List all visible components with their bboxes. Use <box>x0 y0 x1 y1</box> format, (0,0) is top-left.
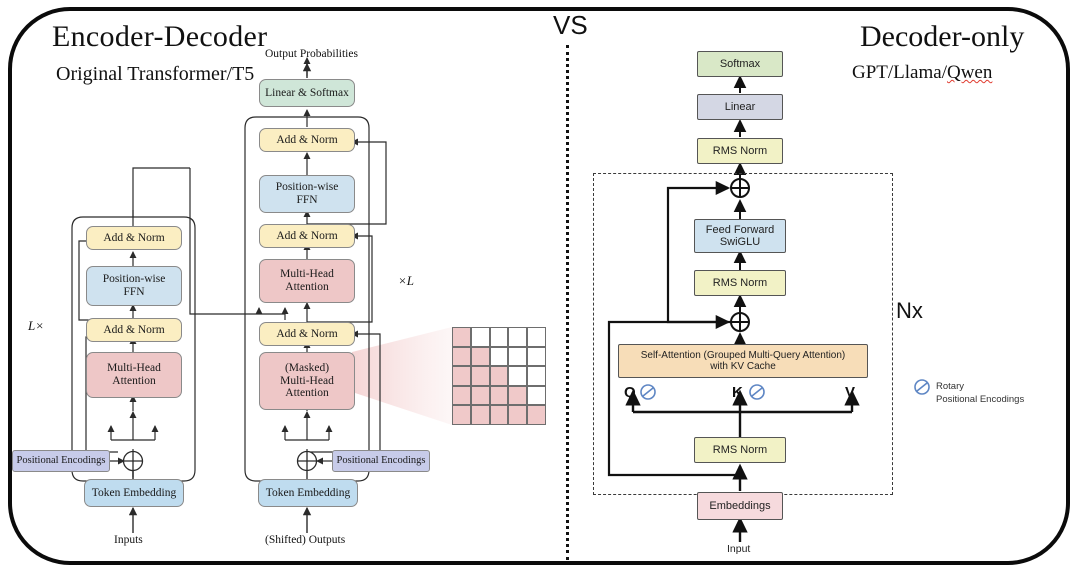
block-rms-norm-top[interactable]: RMS Norm <box>697 138 783 164</box>
inputs-label: Inputs <box>114 534 143 546</box>
token-embedding-encoder[interactable]: Token Embedding <box>84 479 184 507</box>
block-encoder-self-attention[interactable]: Multi-Head Attention <box>86 352 182 398</box>
left-panel-title: Encoder-Decoder <box>52 20 268 53</box>
block-embeddings[interactable]: Embeddings <box>697 492 783 520</box>
right-panel-subtitle-spellcheck-word: Qwen <box>946 62 993 83</box>
mask-cell-0-4 <box>527 327 546 347</box>
block-linear-and-softmax[interactable]: Linear & Softmax <box>259 79 355 107</box>
mask-cell-3-1 <box>470 385 490 406</box>
label-k: K <box>732 384 743 401</box>
block-decoder-add-norm-2[interactable]: Add & Norm <box>259 224 355 248</box>
right-panel-subtitle-prefix: GPT/Llama/ <box>852 62 947 83</box>
block-encoder-ffn[interactable]: Position-wise FFN <box>86 266 182 306</box>
block-decoder-cross-attention-line2: Attention <box>285 281 329 293</box>
input-label: Input <box>727 543 751 555</box>
block-linear[interactable]: Linear <box>697 94 783 120</box>
label-v: V <box>845 384 856 401</box>
block-rms-norm-mid[interactable]: RMS Norm <box>694 270 786 296</box>
mask-cell-2-2 <box>489 366 509 386</box>
left-panel-subtitle: Original Transformer/T5 <box>56 63 255 85</box>
positional-encodings-encoder[interactable]: Positional Encodings <box>12 450 110 472</box>
mask-cell-2-1 <box>470 366 490 386</box>
mask-cell-4-3 <box>508 405 528 425</box>
right-panel-subtitle: GPT/Llama/Qwen <box>852 62 992 84</box>
rotary-legend-line1: Rotary <box>936 381 964 392</box>
block-encoder-ffn-line2: FFN <box>123 286 145 298</box>
mask-cell-3-0 <box>452 385 471 406</box>
rotary-legend: Rotary Positional Encodings <box>936 381 1024 407</box>
mask-cell-3-3 <box>508 385 528 406</box>
mask-cell-0-1 <box>470 327 490 347</box>
block-masked-line2: Multi-Head <box>280 374 334 387</box>
label-q: Q <box>624 384 636 401</box>
block-self-attention-line1: Self-Attention (Grouped Multi-Query Atte… <box>640 349 846 361</box>
mask-cell-1-2 <box>489 346 509 367</box>
block-encoder-attn-line2: Attention <box>112 375 156 387</box>
causal-mask-matrix <box>452 327 546 425</box>
mask-cell-0-2 <box>489 327 509 347</box>
block-encoder-ffn-line1: Position-wise <box>102 273 166 286</box>
center-divider <box>566 45 569 560</box>
mask-cell-2-3 <box>508 366 528 386</box>
block-decoder-cross-attention[interactable]: Multi-Head Attention <box>259 259 355 303</box>
block-feed-forward-swiglu[interactable]: Feed Forward SwiGLU <box>694 219 786 253</box>
right-panel-title: Decoder-only <box>860 20 1025 53</box>
block-self-attention-gqa[interactable]: Self-Attention (Grouped Multi-Query Atte… <box>618 344 868 378</box>
block-feed-forward-line2: SwiGLU <box>719 236 761 248</box>
rotary-legend-line2: Positional Encodings <box>936 393 1025 405</box>
block-softmax[interactable]: Softmax <box>697 51 783 77</box>
output-probabilities-label: Output Probabilities <box>265 48 358 60</box>
nx-repeat-label: Nx <box>896 298 923 323</box>
block-encoder-attn-line1: Multi-Head <box>107 362 161 375</box>
block-rms-norm-bottom[interactable]: RMS Norm <box>694 437 786 463</box>
block-encoder-add-norm-1[interactable]: Add & Norm <box>86 318 182 342</box>
mask-cell-1-0 <box>452 346 471 367</box>
encoder-repeat-label: L× <box>28 318 45 333</box>
outer-frame <box>8 7 1070 565</box>
block-decoder-masked-attention[interactable]: (Masked) Multi-Head Attention <box>259 352 355 410</box>
block-self-attention-line2: with KV Cache <box>710 361 776 372</box>
mask-cell-4-1 <box>470 405 490 425</box>
mask-cell-4-4 <box>527 405 546 425</box>
mask-cell-4-0 <box>452 405 471 425</box>
mask-cell-1-1 <box>470 346 490 367</box>
block-encoder-add-norm-2[interactable]: Add & Norm <box>86 226 182 250</box>
mask-cell-3-4 <box>527 385 546 406</box>
positional-encodings-decoder[interactable]: Positional Encodings <box>332 450 430 472</box>
block-decoder-ffn-line2: FFN <box>296 194 318 206</box>
block-decoder-ffn-line1: Position-wise <box>275 181 339 194</box>
versus-label: VS <box>553 10 588 40</box>
block-decoder-ffn[interactable]: Position-wise FFN <box>259 175 355 213</box>
block-masked-line3: Attention <box>285 387 329 400</box>
decoder-repeat-label: ×L <box>398 273 415 288</box>
token-embedding-decoder[interactable]: Token Embedding <box>258 479 358 507</box>
block-decoder-add-norm-3[interactable]: Add & Norm <box>259 128 355 152</box>
mask-cell-4-2 <box>489 405 509 425</box>
shifted-outputs-label: (Shifted) Outputs <box>265 534 346 546</box>
block-decoder-add-norm-1[interactable]: Add & Norm <box>259 322 355 346</box>
mask-cell-1-3 <box>508 346 528 367</box>
mask-cell-2-0 <box>452 366 471 386</box>
mask-cell-2-4 <box>527 366 546 386</box>
mask-cell-0-3 <box>508 327 528 347</box>
mask-cell-3-2 <box>489 385 509 406</box>
block-masked-line1: (Masked) <box>284 361 330 374</box>
mask-cell-0-0 <box>452 327 471 347</box>
block-decoder-cross-attention-line1: Multi-Head <box>280 268 334 281</box>
block-feed-forward-line1: Feed Forward <box>705 223 775 236</box>
mask-cell-1-4 <box>527 346 546 367</box>
